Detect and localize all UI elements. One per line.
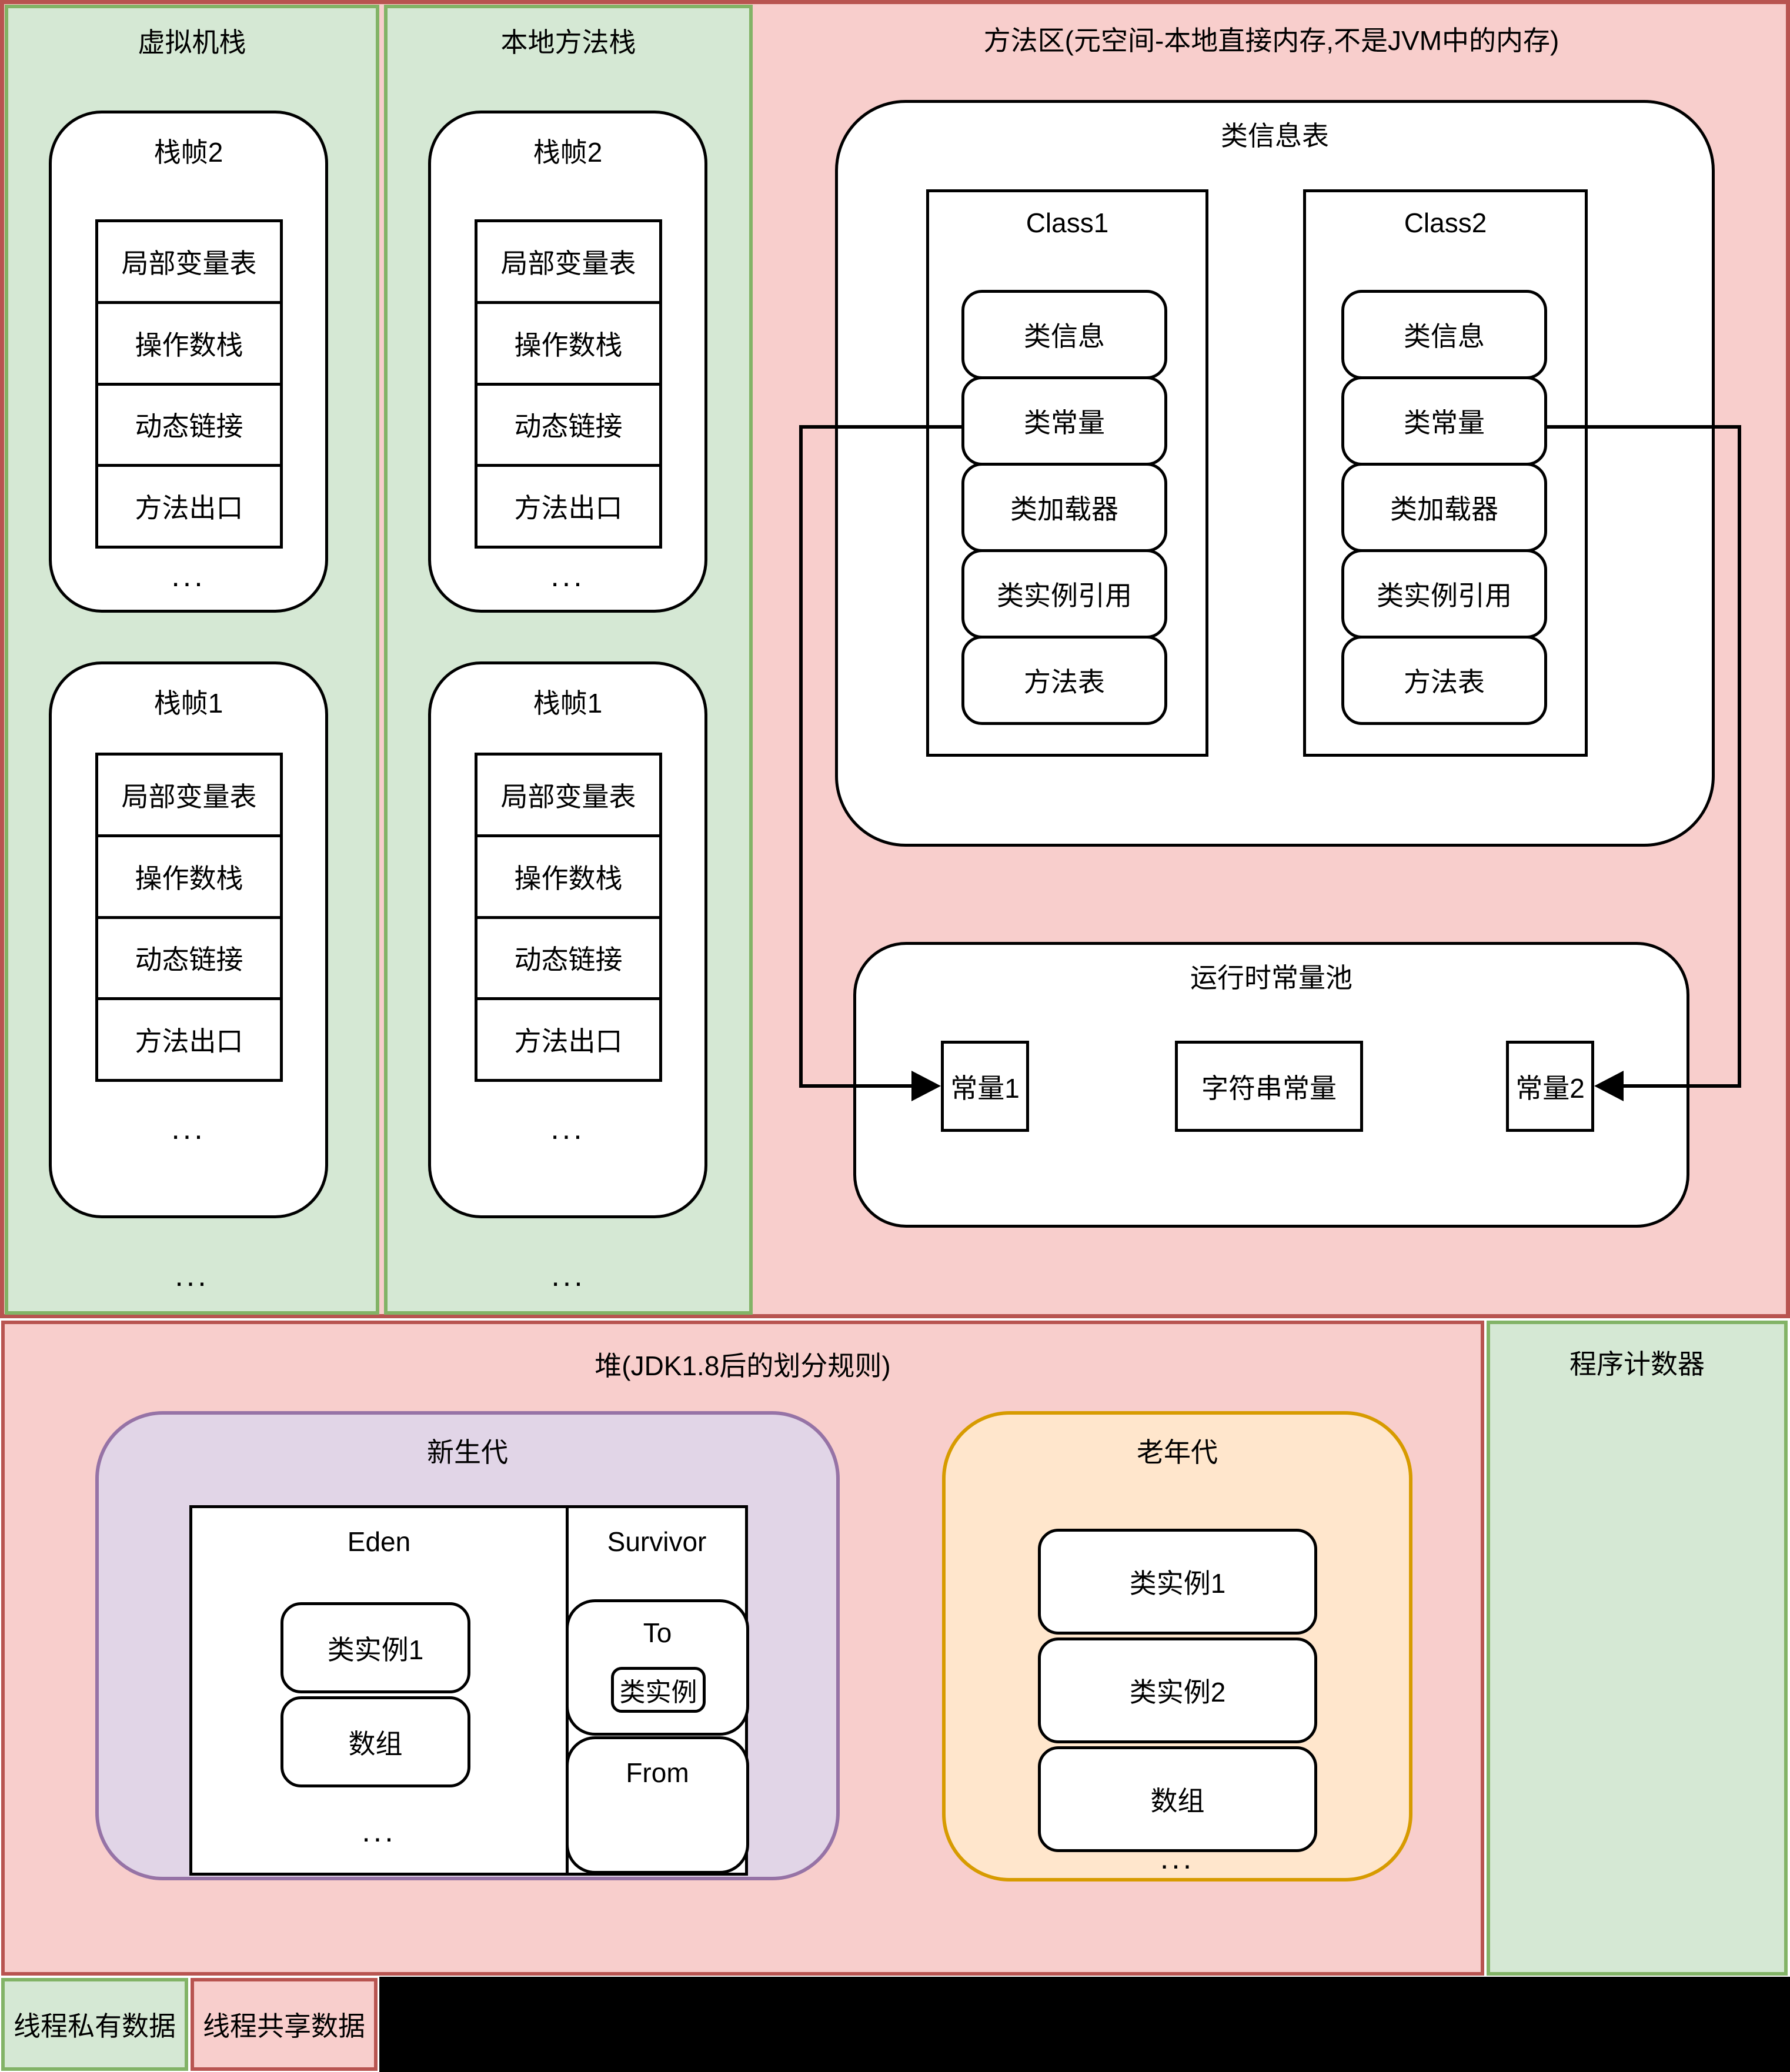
program-counter-title: 程序计数器 xyxy=(1569,1349,1705,1379)
eden-title: Eden xyxy=(347,1526,411,1557)
legend-thread-shared: 线程共享数据 xyxy=(191,1978,378,2071)
eden-survivor-table: Eden 类实例1 数组 ... Survivor To 类实例 From xyxy=(189,1505,749,1876)
frame-table: 局部变量表 操作数栈 动态链接 方法出口 xyxy=(95,753,283,1082)
survivor-to-title: To xyxy=(643,1618,672,1648)
stack-frame: 栈帧1 局部变量表 操作数栈 动态链接 方法出口 ... xyxy=(49,661,328,1218)
ellipsis: ... xyxy=(171,559,206,593)
class-item-stack: 类信息 类常量 类加载器 类实例引用 方法表 xyxy=(961,290,1167,725)
method-area-title: 方法区(元空间-本地直接内存,不是JVM中的内存) xyxy=(983,25,1559,56)
survivor-to-box: To 类实例 xyxy=(566,1599,749,1736)
frame-row: 操作数栈 xyxy=(98,837,280,919)
old-generation-title: 老年代 xyxy=(1137,1437,1218,1468)
heap-title: 堆(JDK1.8后的划分规则) xyxy=(595,1351,891,1381)
frame-row: 操作数栈 xyxy=(98,304,280,386)
frame-table: 局部变量表 操作数栈 动态链接 方法出口 xyxy=(95,219,283,549)
frame-row: 局部变量表 xyxy=(477,222,659,304)
ellipsis: ... xyxy=(362,1814,396,1849)
class-block: Class1 类信息 类常量 类加载器 类实例引用 方法表 xyxy=(926,189,1208,757)
old-generation: 老年代 类实例1 类实例2 数组 ... xyxy=(942,1411,1412,1881)
frame-row: 动态链接 xyxy=(477,919,659,1001)
frame-row: 操作数栈 xyxy=(477,837,659,919)
class-block: Class2 类信息 类常量 类加载器 类实例引用 方法表 xyxy=(1303,189,1588,757)
frame-table: 局部变量表 操作数栈 动态链接 方法出口 xyxy=(475,219,662,549)
young-generation-title: 新生代 xyxy=(427,1437,508,1468)
heap-object-box: 数组 xyxy=(280,1696,470,1787)
frame-row: 方法出口 xyxy=(135,493,243,524)
frame-row: 操作数栈 xyxy=(477,304,659,386)
ellipsis: ... xyxy=(175,1259,209,1293)
ellipsis: ... xyxy=(1160,1842,1195,1876)
heap-object-box: 类实例1 xyxy=(1038,1529,1317,1635)
runtime-constant-pool: 运行时常量池 常量1 字符串常量 常量2 xyxy=(853,942,1689,1228)
survivor-from-box: From xyxy=(566,1736,749,1874)
runtime-constant-pool-title: 运行时常量池 xyxy=(1190,963,1352,993)
frame-row: 方法出口 xyxy=(135,1026,243,1057)
frame-row: 动态链接 xyxy=(98,919,280,1001)
young-generation: 新生代 Eden 类实例1 数组 ... Survivor To 类实例 xyxy=(95,1411,840,1880)
class-item: 类实例引用 xyxy=(961,549,1167,639)
class-info-table-title: 类信息表 xyxy=(1221,121,1329,151)
class-block-title: Class1 xyxy=(1026,208,1109,238)
ellipsis: ... xyxy=(171,1112,206,1146)
stack-frame-title: 栈帧1 xyxy=(153,688,223,718)
class-info-table: 类信息表 Class1 类信息 类常量 类加载器 类实例引用 方法表 Class… xyxy=(835,100,1715,847)
heap-object-box: 类实例1 xyxy=(280,1602,470,1693)
ellipsis: ... xyxy=(550,559,585,593)
heap-object-box: 类实例 xyxy=(611,1667,706,1713)
ellipsis: ... xyxy=(551,1259,586,1293)
frame-row: 局部变量表 xyxy=(477,756,659,837)
survivor-title: Survivor xyxy=(607,1526,707,1557)
frame-table: 局部变量表 操作数栈 动态链接 方法出口 xyxy=(475,753,662,1082)
stack-frame-title: 栈帧2 xyxy=(533,137,603,168)
vm-stack-title: 虚拟机栈 xyxy=(138,27,246,58)
panel-heap: 堆(JDK1.8后的划分规则) 新生代 Eden 类实例1 数组 ... Sur… xyxy=(1,1321,1484,1976)
constant-box: 常量1 xyxy=(941,1041,1029,1132)
class-item: 类信息 xyxy=(1341,290,1547,379)
class-item: 方法表 xyxy=(1341,636,1547,725)
legend-thread-private-label: 线程私有数据 xyxy=(14,2011,176,2041)
black-region xyxy=(379,1977,1790,2072)
constant-box: 字符串常量 xyxy=(1175,1041,1363,1132)
frame-row: 动态链接 xyxy=(98,386,280,467)
frame-row: 局部变量表 xyxy=(98,756,280,837)
frame-row: 方法出口 xyxy=(514,1026,623,1057)
stack-frame: 栈帧2 局部变量表 操作数栈 动态链接 方法出口 ... xyxy=(49,111,328,613)
native-stack-title: 本地方法栈 xyxy=(500,27,636,58)
class-item: 类加载器 xyxy=(1341,463,1547,552)
panel-program-counter: 程序计数器 xyxy=(1487,1321,1788,1976)
eden-region: Eden 类实例1 数组 ... xyxy=(192,1508,566,1873)
class-item: 类信息 xyxy=(961,290,1167,379)
class-item: 类常量 xyxy=(961,376,1167,466)
class-item-stack: 类信息 类常量 类加载器 类实例引用 方法表 xyxy=(1341,290,1547,725)
class-item: 类常量 xyxy=(1341,376,1547,466)
class-item: 方法表 xyxy=(961,636,1167,725)
legend-thread-shared-label: 线程共享数据 xyxy=(203,2011,365,2041)
class-item: 类实例引用 xyxy=(1341,549,1547,639)
panel-vm-stack: 虚拟机栈 栈帧2 局部变量表 操作数栈 动态链接 方法出口 ... 栈帧1 局部… xyxy=(5,5,379,1315)
class-block-title: Class2 xyxy=(1404,208,1487,238)
heap-object-box: 类实例2 xyxy=(1038,1637,1317,1743)
frame-row: 局部变量表 xyxy=(98,222,280,304)
ellipsis: ... xyxy=(550,1112,585,1146)
legend-thread-private: 线程私有数据 xyxy=(1,1978,188,2071)
constant-box: 常量2 xyxy=(1506,1041,1594,1132)
stack-frame-title: 栈帧1 xyxy=(533,688,603,718)
stack-frame: 栈帧1 局部变量表 操作数栈 动态链接 方法出口 ... xyxy=(428,661,707,1218)
heap-object-box: 数组 xyxy=(1038,1746,1317,1852)
stack-frame: 栈帧2 局部变量表 操作数栈 动态链接 方法出口 ... xyxy=(428,111,707,613)
class-item: 类加载器 xyxy=(961,463,1167,552)
panel-native-stack: 本地方法栈 栈帧2 局部变量表 操作数栈 动态链接 方法出口 ... 栈帧1 局… xyxy=(384,5,753,1315)
frame-row: 动态链接 xyxy=(477,386,659,467)
frame-row: 方法出口 xyxy=(514,493,623,524)
stack-frame-title: 栈帧2 xyxy=(153,137,223,168)
survivor-from-title: From xyxy=(626,1757,689,1788)
